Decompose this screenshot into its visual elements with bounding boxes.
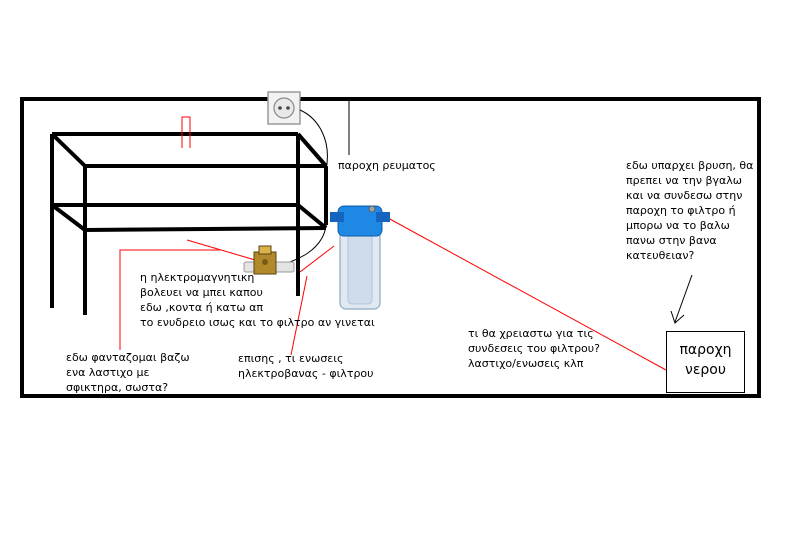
power-cable (289, 109, 328, 263)
solenoid-valve-icon (243, 245, 295, 275)
faucet-note: εδω υπαρχει βρυση, θα πρεπει να την βγαλ… (626, 159, 754, 262)
water-supply-label-line1: παροχη (679, 342, 732, 358)
filter-question-note: τι θα χρειαστω για τις συνδεσεις του φιλ… (468, 327, 600, 370)
solenoid-valve-note: η ηλεκτρομαγνητικη βολευει να μπει καπου… (140, 271, 375, 329)
power-supply-label: παροχη ρευματος (338, 159, 436, 172)
water-supply-label-line2: νερου (685, 362, 726, 378)
annotation-lines (119, 116, 667, 371)
water-filter-icon (330, 205, 390, 310)
connections-note: επισης , τι ενωσεις ηλεκτροβανας - φιλτρ… (238, 352, 374, 380)
room-frame (20, 97, 761, 398)
arrow-to-water-supply (670, 274, 693, 324)
hose-clamp-note: εδω φανταζομαι βαζω ενα λαστιχο με σφικτ… (66, 351, 190, 394)
power-leader (300, 99, 350, 155)
aquarium-stand (50, 132, 328, 315)
power-outlet-icon (267, 91, 301, 125)
water-supply-box: παροχη νερου (666, 331, 745, 393)
